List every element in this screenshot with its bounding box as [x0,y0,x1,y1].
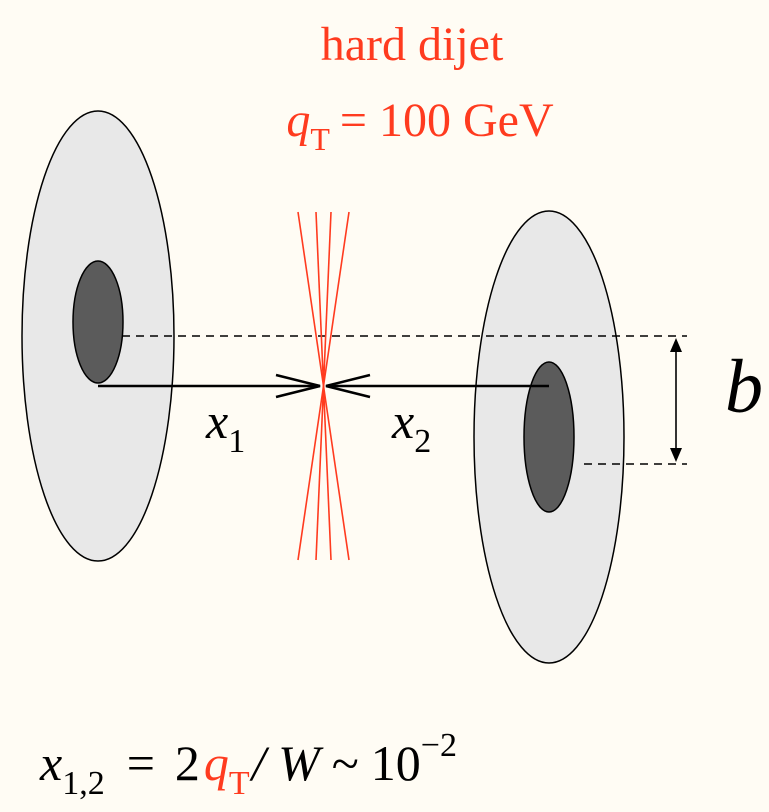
x1-label: x1 [205,393,245,460]
momentum-fraction-formula: x1,2=2qT/ W~10−2 [39,727,457,802]
hard-dijet-label: hard dijet [321,18,504,71]
qt-label: qT= 100 GeV [286,94,554,157]
left-proton [21,110,175,562]
dijet-lines [297,211,350,561]
left-proton-core [72,260,124,384]
x2-label: x2 [391,393,431,460]
right-proton [473,210,625,664]
parton-arrows [98,373,549,399]
impact-parameter-arrow [670,338,682,462]
impact-parameter-label: b [725,345,763,429]
right-proton-core [523,361,575,513]
